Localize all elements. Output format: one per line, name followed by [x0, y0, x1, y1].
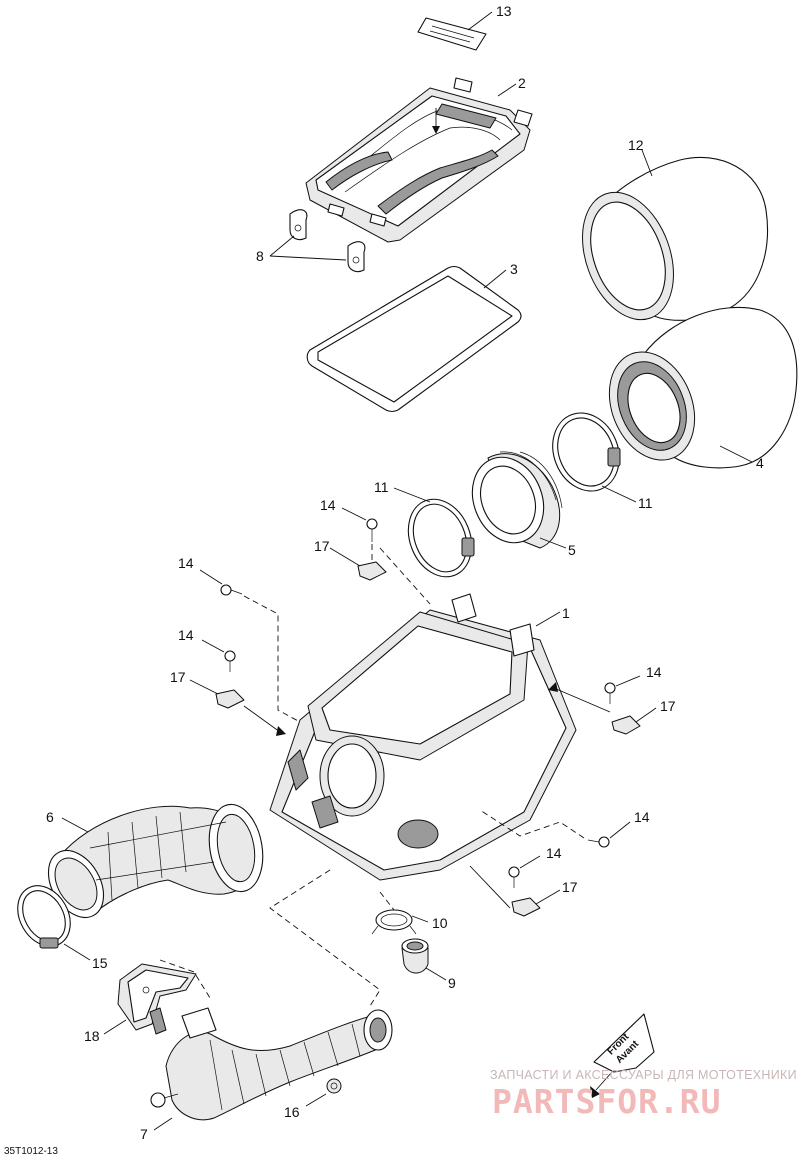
- callout-16: 16: [284, 1104, 300, 1120]
- callout-12: 12: [628, 137, 644, 153]
- part-17-nut-d: [511, 897, 541, 917]
- part-14-screw-b: [220, 584, 243, 596]
- part-14-screw-e: [587, 836, 610, 848]
- callout-14-f: 14: [546, 845, 562, 861]
- callout-13: 13: [496, 3, 512, 19]
- callout-17-b: 17: [170, 669, 186, 685]
- callout-14-b: 14: [178, 555, 194, 571]
- part-7-inlet-hose: [150, 1007, 393, 1121]
- part-2-airbox-cover: [305, 77, 533, 243]
- drawing-reference: 35T1012-13: [4, 1146, 58, 1157]
- callout-2: 2: [518, 75, 526, 91]
- part-5-adaptor: [471, 451, 563, 549]
- part-18-bracket: [117, 963, 197, 1035]
- callout-15: 15: [92, 955, 108, 971]
- part-15-clamp: [17, 885, 71, 949]
- callout-11-left: 11: [374, 479, 389, 495]
- callout-7: 7: [140, 1126, 148, 1142]
- part-17-nut-b: [215, 689, 245, 709]
- part-8-clip-a: [289, 209, 308, 241]
- part-13-label: [417, 17, 487, 51]
- watermark-subtitle: ЗАПЧАСТИ И АКСЕССУАРЫ ДЛЯ МОТОТЕХНИКИ: [490, 1068, 797, 1082]
- callout-14-a: 14: [320, 497, 336, 513]
- callout-17-a: 17: [314, 538, 330, 554]
- part-14-screw-c: [224, 650, 236, 672]
- part-14-screw-d: [604, 682, 616, 704]
- callout-4: 4: [756, 455, 764, 471]
- part-14-screw-f: [508, 866, 520, 888]
- part-11-clamp-left: [407, 498, 475, 578]
- part-10-spring-clip: [371, 909, 417, 935]
- callout-1: 1: [562, 605, 570, 621]
- callout-3: 3: [510, 261, 518, 277]
- part-3-gasket: [306, 265, 522, 413]
- callout-18: 18: [84, 1028, 100, 1044]
- callout-17-c: 17: [660, 698, 676, 714]
- part-9-drain-tube: [401, 938, 429, 974]
- part-8-clip-b: [347, 241, 366, 273]
- callout-14-c: 14: [178, 627, 194, 643]
- part-16-plug: [326, 1078, 342, 1094]
- part-6-intake-duct: [47, 803, 264, 918]
- callout-5: 5: [568, 542, 576, 558]
- callout-11-right: 11: [638, 495, 653, 511]
- part-17-nut-c: [611, 715, 641, 735]
- callout-14-e: 14: [634, 809, 650, 825]
- callout-9: 9: [448, 975, 456, 991]
- watermark-brand: PARTSFOR.RU: [492, 1082, 722, 1121]
- part-12-prefilter: [582, 156, 769, 321]
- callout-8: 8: [256, 248, 264, 264]
- callout-14-d: 14: [646, 664, 662, 680]
- part-17-nut-a: [357, 561, 387, 581]
- part-14-screw-a: [366, 518, 378, 542]
- callout-17-d: 17: [562, 879, 578, 895]
- callout-10: 10: [432, 915, 448, 931]
- part-1-airbox: [269, 593, 577, 881]
- callout-6: 6: [46, 809, 54, 825]
- part-4-air-filter: [608, 306, 798, 469]
- part-11-clamp-right: [552, 412, 621, 492]
